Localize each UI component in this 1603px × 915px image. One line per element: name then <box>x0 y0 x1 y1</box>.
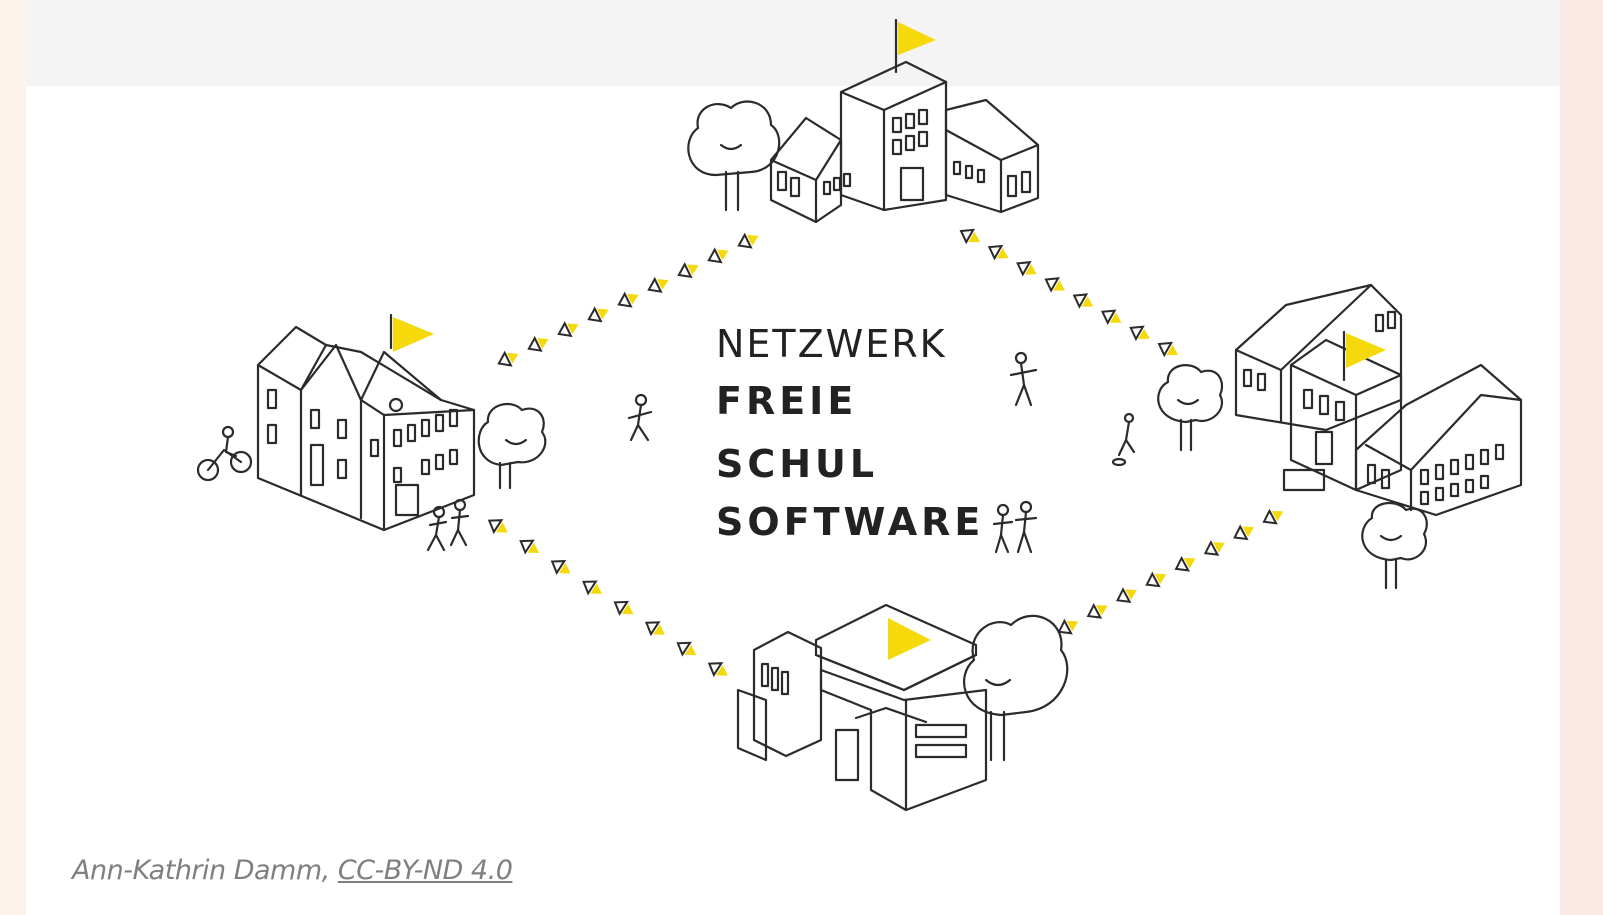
arrow-marker <box>1016 261 1037 277</box>
arrow-marker <box>737 232 759 249</box>
arrow-marker <box>519 539 540 555</box>
flag-top <box>898 22 936 55</box>
arrow-marker <box>707 662 728 678</box>
arrow-marker <box>1100 309 1122 325</box>
arrow-marker <box>644 621 665 637</box>
arrow-marker <box>1262 508 1284 525</box>
logo-line-freie: FREIE <box>716 379 857 423</box>
tree-right-upper <box>1157 364 1224 452</box>
network-illustration: NETZWERK FREIE SCHUL SOFTWARE <box>26 0 1560 850</box>
cyclist-icon <box>196 425 253 482</box>
arrow-marker <box>1129 325 1150 342</box>
arrow-marker <box>1145 571 1167 588</box>
arrow-trail-top-left <box>497 232 759 367</box>
arrow-marker <box>676 641 697 657</box>
arrow-trail-bottom-right <box>1057 508 1284 635</box>
runner-figure-right-icon <box>1009 351 1038 407</box>
flag-right <box>1346 333 1386 368</box>
school-building-top <box>769 18 1040 224</box>
arrow-marker <box>1057 618 1079 635</box>
arrow-trail-top-right <box>959 228 1179 358</box>
arrow-marker <box>959 228 981 245</box>
arrow-marker <box>1072 293 1094 309</box>
arrow-marker <box>587 306 609 323</box>
arrow-marker <box>1157 341 1179 358</box>
runner-figure-left-icon <box>627 393 653 442</box>
arrow-marker <box>1115 587 1137 604</box>
flag-left <box>393 317 434 352</box>
arrow-marker <box>557 321 579 338</box>
tree-right-lower <box>1361 501 1428 590</box>
image-caption: Ann-Kathrin Damm, CC-BY-ND 4.0 <box>72 855 513 891</box>
skateboarder-icon <box>1111 412 1136 467</box>
top-band <box>26 0 1560 86</box>
arrow-marker <box>1233 524 1255 541</box>
license-link[interactable]: CC-BY-ND 4.0 <box>337 855 513 886</box>
school-building-left <box>256 313 476 532</box>
arrow-marker <box>497 350 519 367</box>
arrow-marker <box>527 335 549 352</box>
arrow-marker <box>677 262 699 279</box>
arrow-marker <box>987 244 1009 261</box>
arrow-marker <box>617 291 639 308</box>
logo-line-schul: SCHUL <box>716 442 878 486</box>
arrow-trail-bottom-left <box>487 519 728 678</box>
tree-bottom <box>962 614 1069 762</box>
arrow-marker <box>1203 540 1225 556</box>
caption-author: Ann-Kathrin Damm, <box>72 855 330 886</box>
arrow-marker <box>550 560 571 575</box>
children-group-center-icon <box>992 500 1038 554</box>
tree-top <box>687 100 781 212</box>
arrow-marker <box>647 276 669 293</box>
logo-wordmark: NETZWERK FREIE SCHUL SOFTWARE <box>716 322 984 544</box>
logo-line-software: SOFTWARE <box>716 500 984 544</box>
logo-line-netzwerk: NETZWERK <box>716 322 947 366</box>
arrow-marker <box>1044 277 1066 293</box>
arrow-marker <box>613 600 634 616</box>
connection-arrows <box>487 228 1284 678</box>
school-building-bottom <box>736 603 988 812</box>
children-group-left-icon <box>426 498 470 552</box>
arrow-marker <box>1174 555 1196 572</box>
school-building-right <box>1234 283 1523 517</box>
arrow-marker <box>707 247 729 264</box>
arrow-marker <box>582 580 603 596</box>
arrow-marker <box>1086 603 1108 619</box>
arrow-marker <box>487 519 508 535</box>
tree-left <box>477 402 547 490</box>
page-border-right <box>1560 0 1603 915</box>
figure-card: NETZWERK FREIE SCHUL SOFTWARE Ann-Kathri… <box>26 0 1560 915</box>
flag-bottom <box>888 618 931 660</box>
